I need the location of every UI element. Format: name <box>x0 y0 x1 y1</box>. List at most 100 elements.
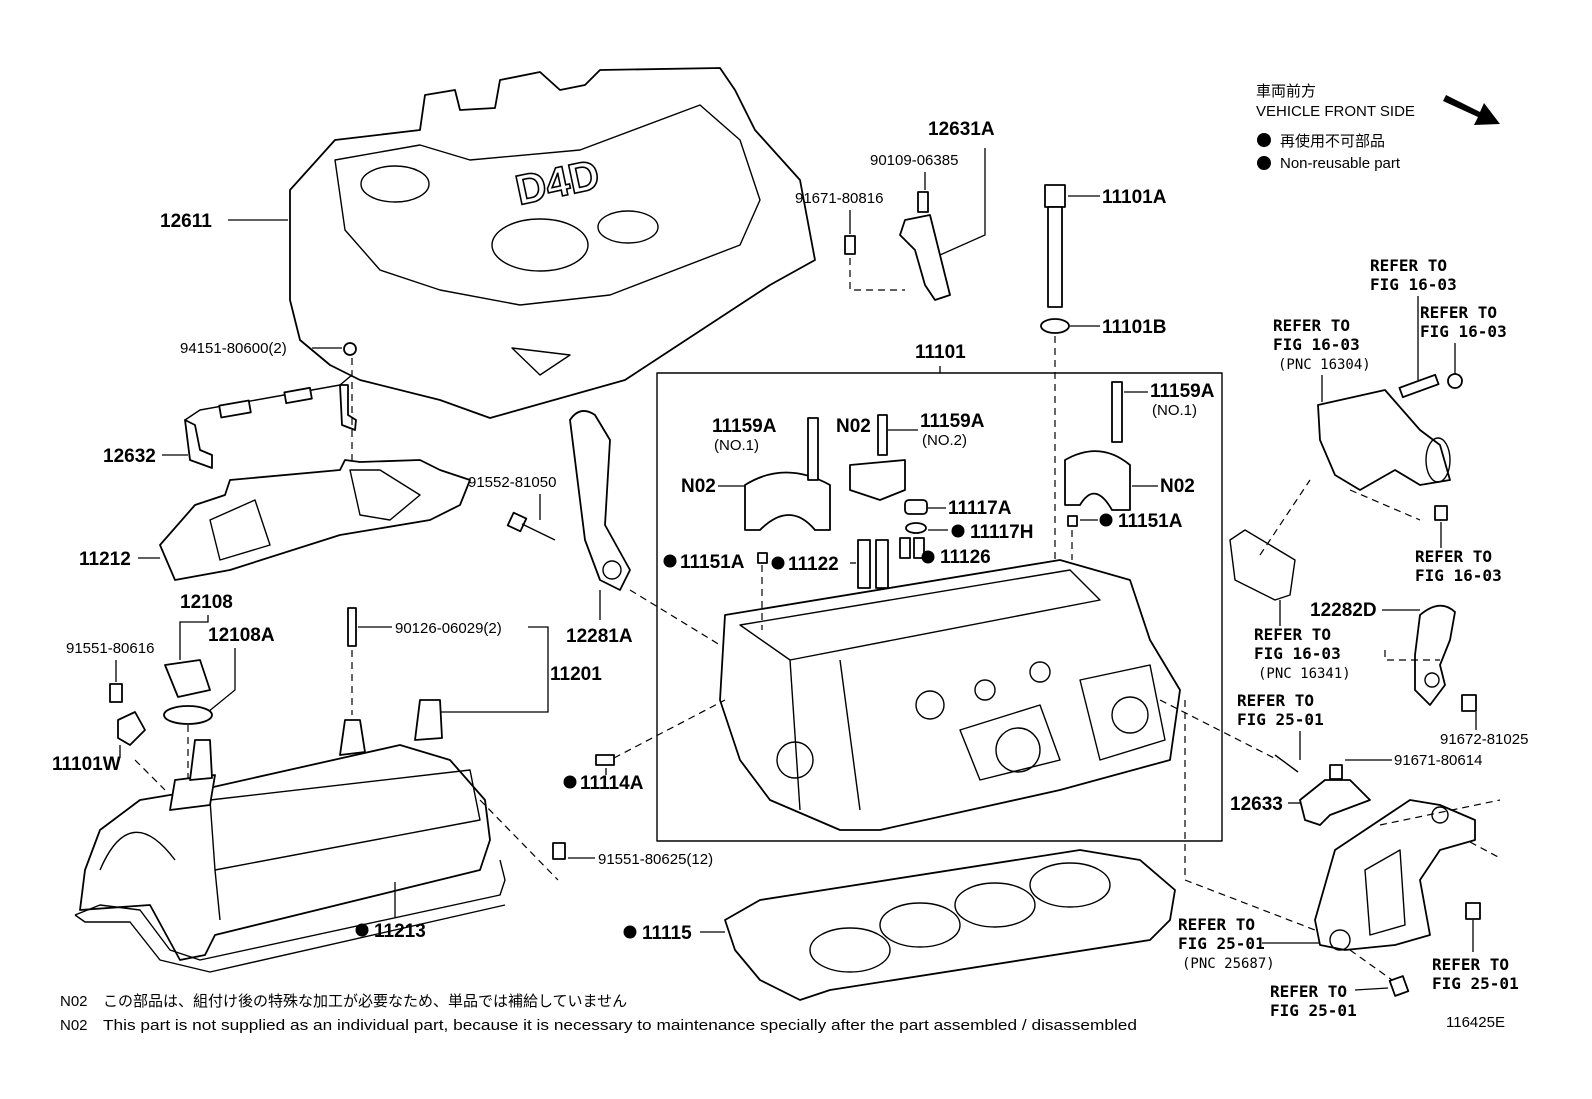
cylinder-head <box>719 559 1181 831</box>
refer-2-line2: FIG 16-03 <box>1273 335 1360 354</box>
bolt-icon <box>109 683 123 703</box>
label-11212: 11212 <box>79 549 131 570</box>
label-94151-80600: 94151-80600(2) <box>180 340 287 357</box>
head-bolt <box>1040 184 1070 334</box>
refer-7-line3: (PNC 25687) <box>1182 956 1275 972</box>
refer-7-line1: REFER TO <box>1178 915 1255 934</box>
clamp-11101W <box>117 711 146 746</box>
legend: 車両前方 VEHICLE FRONT SIDE 再使用不可部品 Non-reus… <box>1256 83 1500 172</box>
legend-nonreuse-jp: 再使用不可部品 <box>1280 133 1385 150</box>
label-91671-80816: 91671-80816 <box>795 190 883 207</box>
label-n02-a: N02 <box>836 416 871 437</box>
label-12633: 12633 <box>1230 794 1283 815</box>
label-11117A: 11117A <box>948 498 1012 519</box>
label-n02-c: N02 <box>1160 476 1195 497</box>
rod-assembly <box>184 374 357 469</box>
refer-5-line3: (PNC 16341) <box>1258 666 1351 682</box>
bolt-icon <box>1465 902 1481 920</box>
refer-3-line2: FIG 16-03 <box>1420 322 1507 341</box>
nut-icon <box>343 342 357 356</box>
label-12631A: 12631A <box>928 119 995 140</box>
refer-8-line2: FIG 25-01 <box>1432 974 1519 993</box>
label-12282D: 12282D <box>1310 600 1377 621</box>
nonreusable-dot-icon <box>623 925 637 939</box>
figure-id: 116425E <box>1446 1014 1505 1031</box>
front-arrow-icon <box>1443 95 1500 125</box>
legend-front-en: VEHICLE FRONT SIDE <box>1256 103 1415 120</box>
label-11151A-b: 11151A <box>1118 511 1183 532</box>
nonreusable-dot-icon <box>663 554 677 568</box>
footer-notes: N02 この部品は、組付け後の特殊な加工が必要なため、単品では補給していません … <box>60 993 1505 1034</box>
valve-stem-seals <box>857 499 928 589</box>
outlet-gasket <box>1229 529 1296 601</box>
refer-6-line2: FIG 25-01 <box>1237 710 1324 729</box>
label-11159A-no1-b: 11159A <box>1150 381 1215 402</box>
nonreusable-dot-icon <box>1257 133 1271 147</box>
water-outlet <box>1317 373 1463 521</box>
bolt-icon <box>1461 694 1477 712</box>
label-12108: 12108 <box>180 592 233 613</box>
bolt-icon <box>1329 764 1343 780</box>
label-11126: 11126 <box>940 547 991 568</box>
label-91551-80616: 91551-80616 <box>66 640 154 657</box>
footer-code-jp: N02 <box>60 993 88 1010</box>
label-no1-b: (NO.1) <box>1152 402 1197 419</box>
label-11114A: 11114A <box>580 773 644 794</box>
footer-code-en: N02 <box>60 1017 88 1034</box>
nonreusable-dot-icon <box>563 775 577 789</box>
refer-5-line1: REFER TO <box>1254 625 1331 644</box>
label-91672-81025: 91672-81025 <box>1440 731 1528 748</box>
refer-2-line3: (PNC 16304) <box>1278 357 1371 373</box>
footer-text-jp: この部品は、組付け後の特殊な加工が必要なため、単品では補給していません <box>103 993 627 1010</box>
refer-9-line2: FIG 25-01 <box>1270 1001 1357 1020</box>
bolt-icon <box>1388 975 1410 997</box>
bracket-12633 <box>1299 779 1371 826</box>
label-11101W: 11101W <box>52 754 121 775</box>
cylinder-head-cover <box>79 699 491 961</box>
legend-nonreuse-en: Non-reusable part <box>1280 155 1401 172</box>
label-11115: 11115 <box>642 923 692 944</box>
label-12632: 12632 <box>103 446 156 467</box>
refer-3-line1: REFER TO <box>1420 303 1497 322</box>
cylinder-head-frame <box>656 372 1223 842</box>
head-gasket <box>724 849 1176 1001</box>
label-11213: 11213 <box>374 921 426 942</box>
alternator-bracket <box>1314 799 1476 951</box>
label-11151A-a: 11151A <box>680 552 745 573</box>
engine-cover: D4D <box>289 67 816 419</box>
engine-hanger-12282D <box>1414 604 1456 706</box>
engine-hanger <box>569 410 631 591</box>
label-11101A: 11101A <box>1102 187 1167 208</box>
stud-icon <box>1274 754 1299 773</box>
label-11101B: 11101B <box>1102 317 1166 338</box>
refer-5-line2: FIG 16-03 <box>1254 644 1341 663</box>
nonreusable-dot-icon <box>1099 513 1113 527</box>
footer-text-en: This part is not supplied as an individu… <box>103 1017 1137 1034</box>
camshaft-bearing-caps <box>744 381 1131 564</box>
label-12281A: 12281A <box>566 626 633 647</box>
label-91552-81050: 91552-81050 <box>468 474 556 491</box>
refer-9-line1: REFER TO <box>1270 982 1347 1001</box>
label-n02-b: N02 <box>681 476 716 497</box>
label-90126-06029: 90126-06029(2) <box>395 620 502 637</box>
dowel-pin-icon <box>595 754 615 766</box>
insulator-cover <box>159 459 471 581</box>
bolt-91552 <box>506 511 556 541</box>
refer-4-line2: FIG 16-03 <box>1415 566 1502 585</box>
label-11201: 11201 <box>550 664 602 685</box>
label-no2: (NO.2) <box>922 432 967 449</box>
refer-7-line2: FIG 25-01 <box>1178 934 1265 953</box>
refer-8-line1: REFER TO <box>1432 955 1509 974</box>
label-11159A-no1-a: 11159A <box>712 416 777 437</box>
nonreusable-dot-icon <box>771 556 785 570</box>
label-12108A: 12108A <box>208 625 275 646</box>
label-91551-80625: 91551-80625(12) <box>598 851 713 868</box>
label-12611: 12611 <box>160 211 212 232</box>
refer-1-line1: REFER TO <box>1370 256 1447 275</box>
bolt-icon <box>552 842 566 860</box>
label-90109-06385: 90109-06385 <box>870 152 958 169</box>
nonreusable-dot-icon <box>355 923 369 937</box>
label-11117H: 11117H <box>970 522 1033 543</box>
head-cover-gasket <box>74 859 506 973</box>
